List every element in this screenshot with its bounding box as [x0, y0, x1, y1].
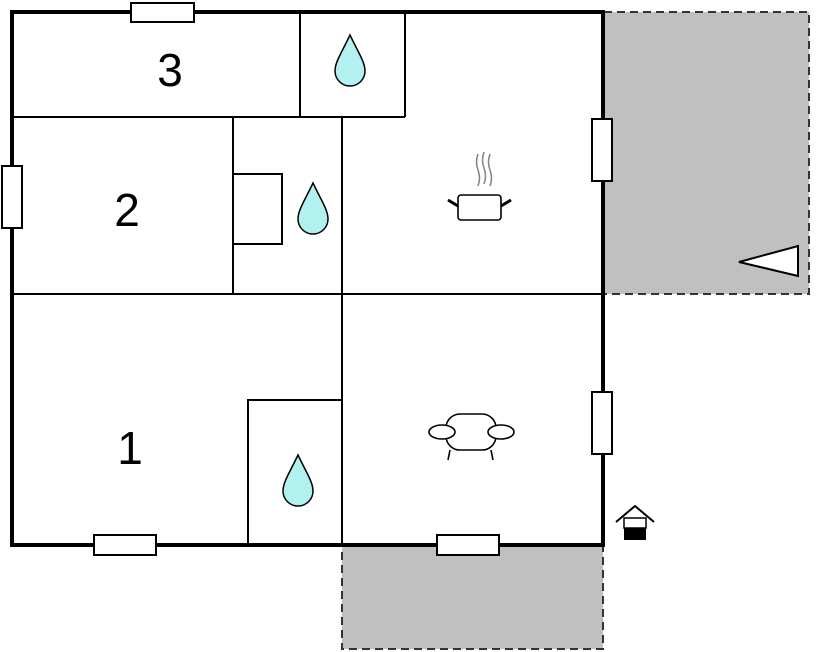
room-label-1: 1 [117, 422, 143, 474]
cooking-pot-icon [447, 151, 512, 221]
house-entrance-icon [615, 504, 655, 540]
window-bottom-right [436, 534, 500, 556]
sofa-icon [428, 413, 515, 461]
window-right-living [591, 391, 613, 455]
room-label-3: 3 [157, 44, 183, 96]
window-right-kitchen [591, 118, 613, 182]
water-drop-icon [297, 181, 329, 235]
interior-walls [12, 12, 603, 545]
triangle-arrow-icon [738, 244, 799, 278]
room-label-2: 2 [114, 184, 140, 236]
window-top [130, 2, 195, 23]
water-drop-icon [334, 33, 366, 87]
terrace-bottom [341, 544, 604, 650]
window-bottom-left [93, 534, 157, 556]
water-drop-icon [282, 453, 314, 507]
window-left [1, 165, 23, 229]
exterior-wall [10, 10, 605, 547]
terrace-right [603, 11, 810, 295]
